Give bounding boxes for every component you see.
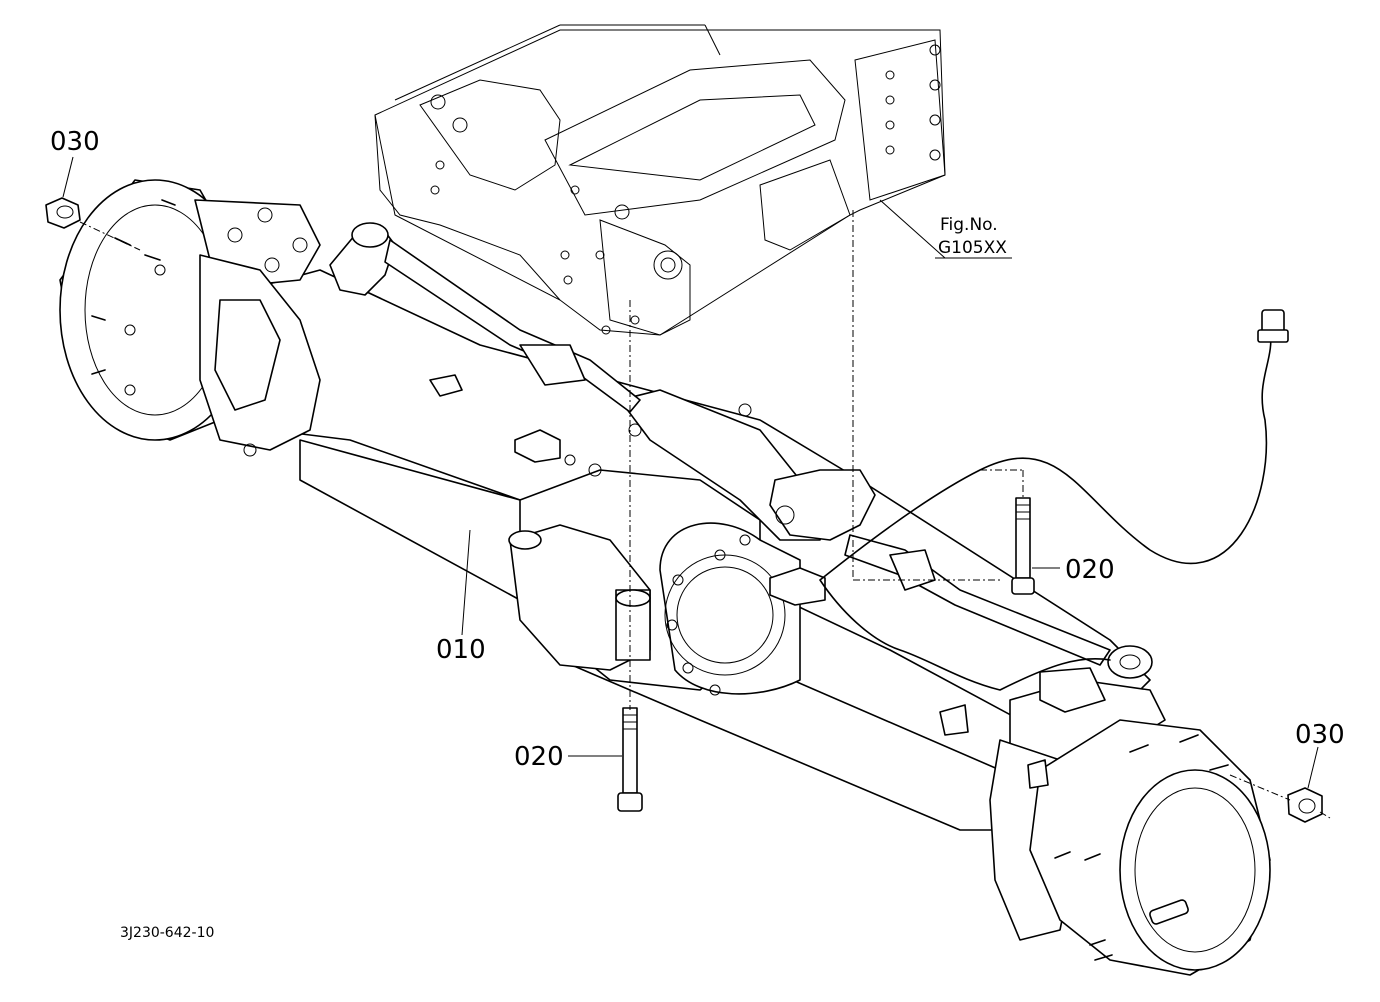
- callout-pivot-bolt-lower: 020: [514, 742, 564, 772]
- tie-rod: [329, 222, 1153, 679]
- leader-lines: [62, 156, 1319, 789]
- pivot-bolt-right: [1011, 497, 1035, 595]
- callout-axle-housing: 010: [436, 635, 486, 665]
- assembly-centerlines: [79, 210, 1331, 819]
- right-wheel-hub: [939, 667, 1271, 976]
- sensor-harness: [819, 309, 1289, 691]
- hub-nut-right: [1287, 787, 1323, 823]
- axle-housing: [209, 269, 1151, 831]
- figure-reference-number: G105XX: [938, 238, 1007, 258]
- callout-hub-nut-right: 030: [1295, 720, 1345, 750]
- hub-nut-left: [45, 197, 81, 229]
- figure-reference-label: Fig.No.: [940, 215, 998, 235]
- pivot-bolt-lower: [617, 707, 643, 812]
- right-hub-studs: [1054, 734, 1229, 961]
- front-frame-bracket: [374, 24, 946, 336]
- drawing-code: 3J230-642-10: [120, 925, 214, 941]
- callout-hub-nut-left: 030: [50, 127, 100, 157]
- left-wheel-hub: [59, 179, 321, 457]
- callout-pivot-bolt-right: 020: [1065, 555, 1115, 585]
